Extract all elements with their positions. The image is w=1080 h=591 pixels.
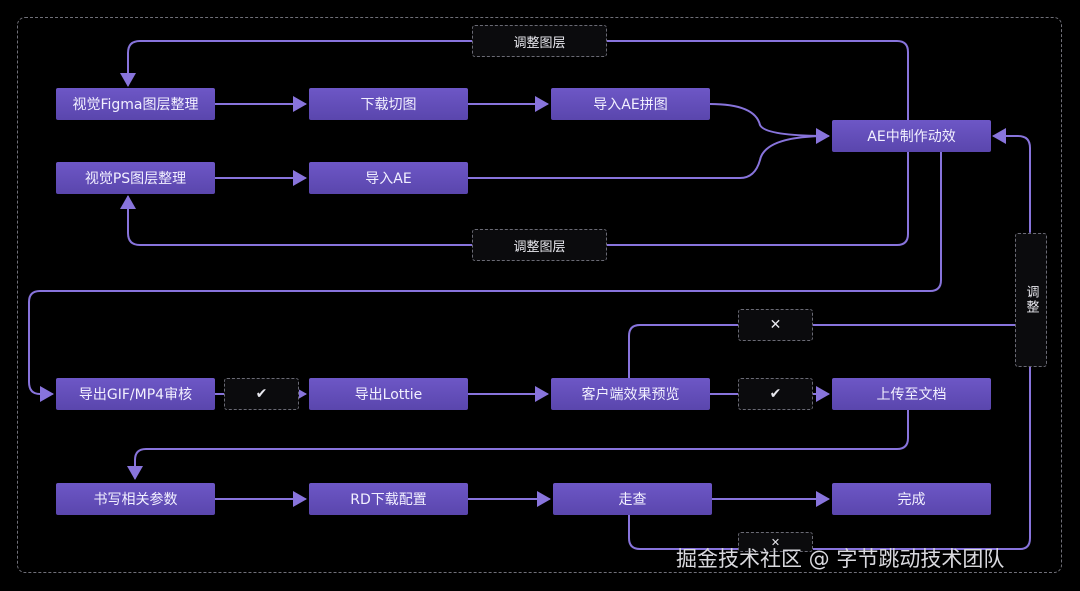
diagram-frame [17, 17, 1062, 573]
connector-import-to-ae [709, 103, 830, 144]
connector-importae-to-ae [467, 135, 829, 179]
connector-preview-reject [628, 324, 739, 379]
label-adjust-vertical: 调整 [1015, 233, 1047, 367]
node-export-gif: 导出GIF/MP4审核 [56, 378, 215, 410]
connector-adjust-bottom-loop [606, 151, 909, 246]
node-import-ae: 导入AE [309, 162, 468, 194]
connector-adjust-bottom-to-ps [120, 195, 473, 246]
node-done: 完成 [832, 483, 991, 515]
node-client-preview: 客户端效果预览 [551, 378, 710, 410]
node-figma-layers: 视觉Figma图层整理 [56, 88, 215, 120]
node-write-params: 书写相关参数 [56, 483, 215, 515]
node-upload-docs: 上传至文档 [832, 378, 991, 410]
node-ps-layers: 视觉PS图层整理 [56, 162, 215, 194]
node-download-slices: 下载切图 [309, 88, 468, 120]
connector-adjust-top-to-figma [120, 40, 473, 87]
connector-adjust-to-ae [992, 128, 1031, 233]
node-ae-animation: AE中制作动效 [832, 120, 991, 152]
reject-x-icon-2: ✕ [738, 532, 813, 552]
node-rd-config: RD下载配置 [309, 483, 468, 515]
label-adjust-layers-bottom: 调整图层 [472, 229, 607, 261]
approve-check-icon: ✔ [224, 378, 299, 410]
connector-walkthrough-reject [628, 366, 1031, 550]
node-import-ae-stitch: 导入AE拼图 [551, 88, 710, 120]
watermark: 掘金技术社区 @ 字节跳动技术团队 [676, 547, 1005, 571]
node-export-lottie: 导出Lottie [309, 378, 468, 410]
connector-adjust-top-loop [606, 40, 909, 121]
approve-check-icon-2: ✔ [738, 378, 813, 410]
connector-upload-to-params [127, 409, 909, 480]
reject-x-icon: ✕ [738, 309, 813, 341]
connector-ae-to-export [28, 151, 942, 402]
label-adjust-layers-top: 调整图层 [472, 25, 607, 57]
node-walkthrough: 走查 [553, 483, 712, 515]
